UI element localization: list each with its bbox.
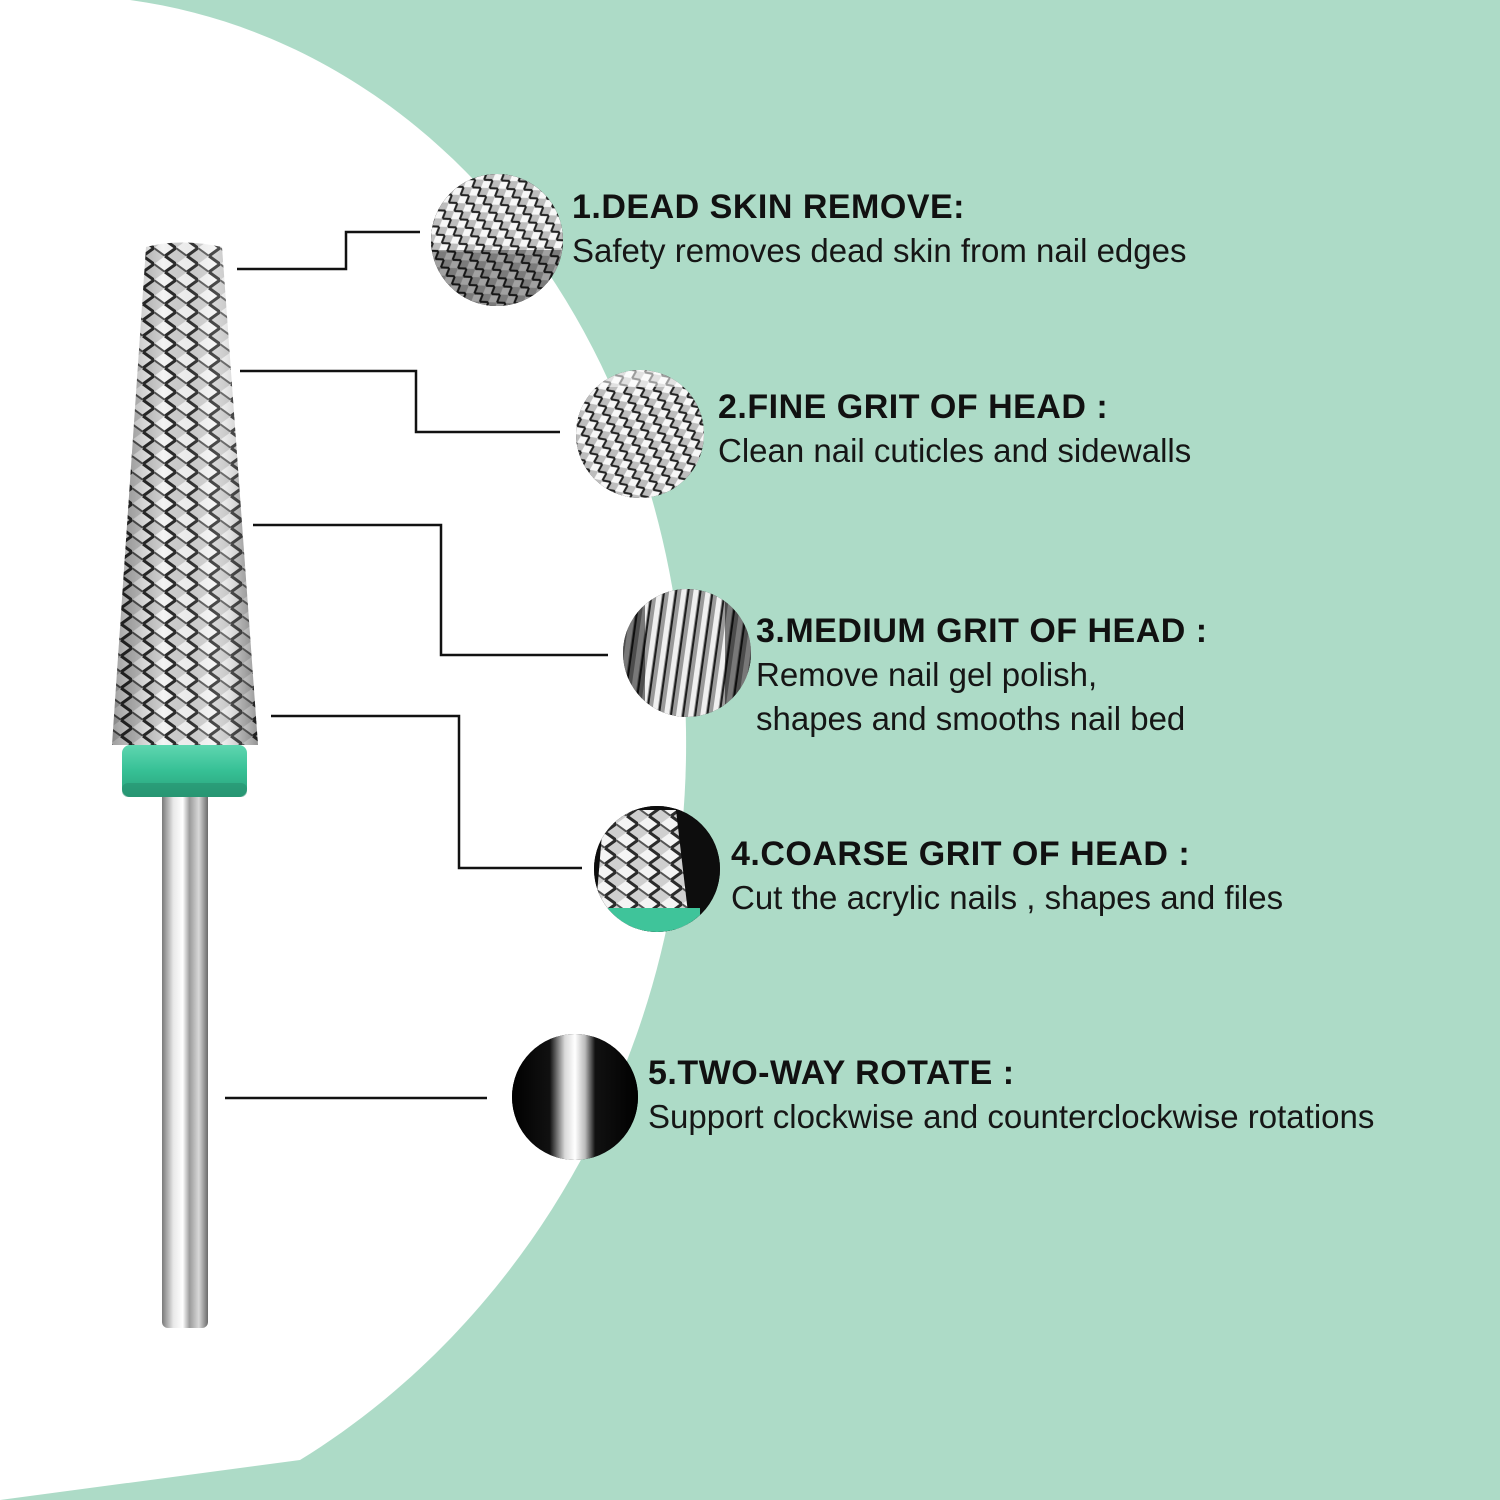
shank-zoom-icon [512, 1034, 638, 1160]
feature-description: Cut the acrylic nails , shapes and files [731, 879, 1284, 916]
feature-description-line-1: Remove nail gel polish, [756, 656, 1098, 693]
feature-fine-grit: 2.FINE GRIT OF HEAD : Clean nail cuticle… [718, 385, 1191, 473]
feature-description: Safety removes dead skin from nail edges [572, 232, 1187, 269]
connector-line-1 [237, 230, 420, 271]
feature-title: 5.TWO-WAY ROTATE : [648, 1054, 1015, 1092]
feature-coarse-grit: 4.COARSE GRIT OF HEAD : Cut the acrylic … [731, 832, 1283, 920]
drill-shank [162, 790, 208, 1328]
connector-lines [225, 230, 608, 1100]
feature-title: 2.FINE GRIT OF HEAD : [718, 388, 1109, 426]
feature-dead-skin-remove: 1.DEAD SKIN REMOVE: Safety removes dead … [572, 185, 1186, 273]
feature-medium-grit: 3.MEDIUM GRIT OF HEAD : Remove nail gel … [756, 609, 1208, 741]
nail-drill-bit [112, 242, 258, 1328]
connector-line-3 [253, 523, 608, 657]
connector-line-2 [240, 369, 560, 434]
feature-title: 4.COARSE GRIT OF HEAD : [731, 835, 1191, 873]
feature-description: Clean nail cuticles and sidewalls [718, 432, 1192, 469]
fine-grit-zoom-icon [576, 370, 704, 498]
feature-title: 3.MEDIUM GRIT OF HEAD : [756, 612, 1208, 650]
feature-description-line-2: shapes and smooths nail bed [756, 700, 1186, 737]
feature-description: Support clockwise and counterclockwise r… [648, 1098, 1375, 1135]
dead-skin-zoom-icon [431, 174, 563, 306]
connector-line-4 [271, 714, 582, 870]
feature-title: 1.DEAD SKIN REMOVE: [572, 188, 965, 226]
feature-two-way-rotate: 5.TWO-WAY ROTATE : Support clockwise and… [648, 1051, 1374, 1139]
